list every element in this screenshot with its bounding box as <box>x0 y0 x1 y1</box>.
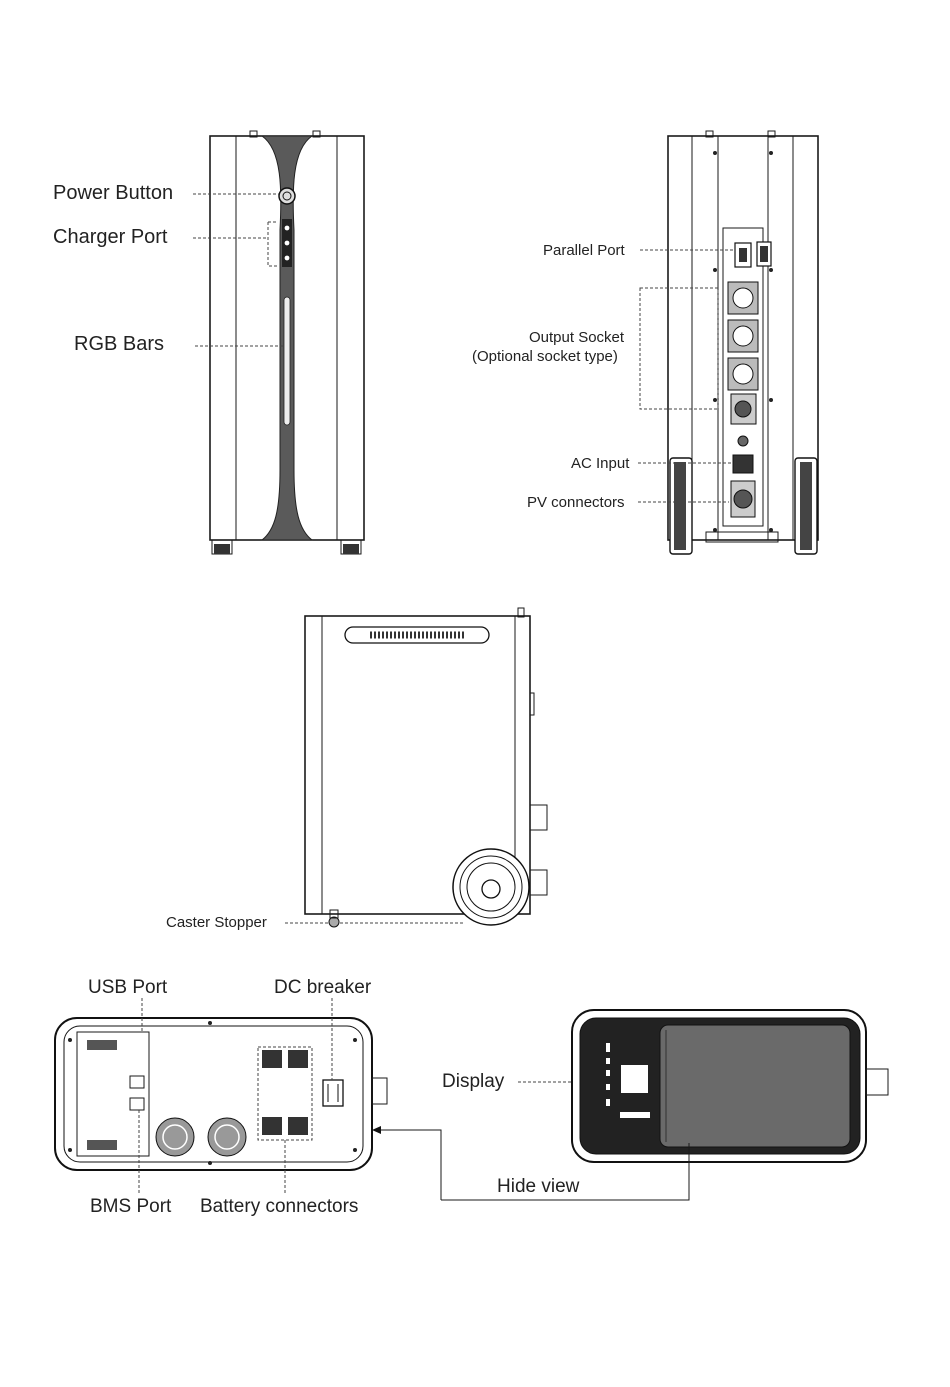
pv-connectors-label: PV connectors <box>527 494 625 511</box>
rgb-bars-label: RGB Bars <box>74 333 164 355</box>
ac-input-icon <box>733 455 753 473</box>
ac-input-label: AC Input <box>571 455 630 472</box>
rgb-bar-light <box>284 297 290 425</box>
power-button-icon[interactable] <box>279 188 295 204</box>
output-socket-note: (Optional socket type) <box>472 348 618 365</box>
display-label: Display <box>442 1071 505 1092</box>
caster-stopper-label: Caster Stopper <box>166 914 267 931</box>
bms-port-label: BMS Port <box>90 1196 172 1217</box>
output-socket-icon <box>728 282 758 424</box>
vent-grille-top <box>660 1025 850 1147</box>
side-view: Caster Stopper <box>166 608 547 931</box>
output-socket-label: Output Socket <box>529 329 625 346</box>
parallel-port-label: Parallel Port <box>543 242 626 259</box>
top-closed-view: Display Hide view <box>372 1010 888 1200</box>
charger-port-label: Charger Port <box>53 226 168 248</box>
vent-grille <box>345 627 489 643</box>
power-button-label: Power Button <box>53 182 173 204</box>
front-view: Power Button Charger Port RGB Bars <box>53 131 364 554</box>
usb-port-label: USB Port <box>88 977 168 998</box>
dc-breaker-label: DC breaker <box>274 977 372 998</box>
back-view: Parallel Port Output Socket (Optional so… <box>472 131 818 554</box>
dc-breaker-icon <box>323 1080 343 1106</box>
top-open-view: USB Port DC breaker BMS Port Battery con… <box>55 977 387 1217</box>
battery-connectors-label: Battery connectors <box>200 1196 358 1217</box>
hide-view-label: Hide view <box>497 1176 580 1197</box>
